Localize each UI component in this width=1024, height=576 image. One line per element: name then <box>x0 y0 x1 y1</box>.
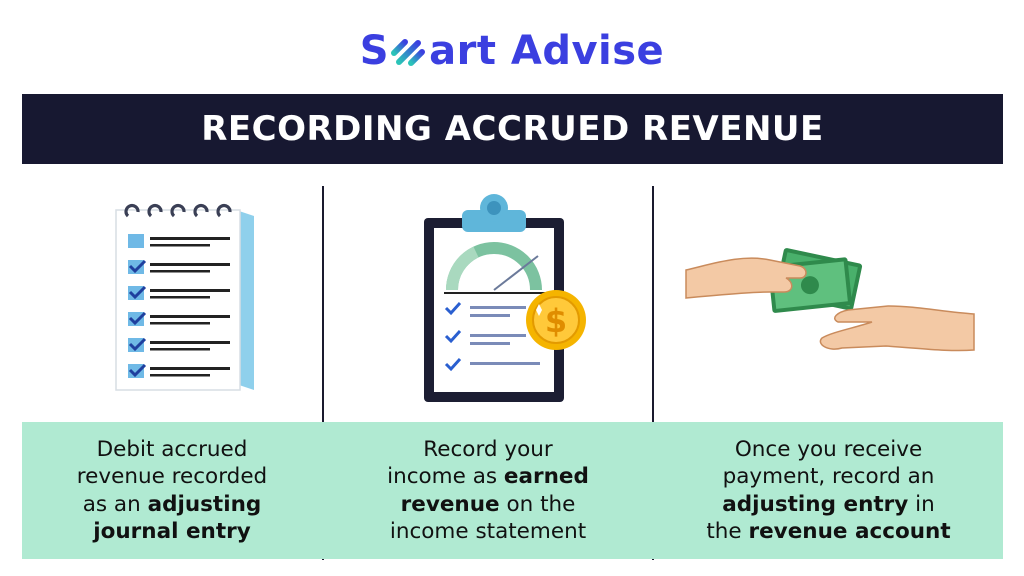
caption-emphasis: adjusting entry <box>722 491 909 517</box>
caption-line: Once you receive <box>734 436 923 462</box>
dollar-sign: $ <box>545 302 567 340</box>
caption-line: income as <box>387 464 504 489</box>
caption-line: income statement <box>389 519 587 544</box>
caption-emphasis: revenue <box>400 491 500 517</box>
column-divider <box>322 186 324 560</box>
brand-logo: S art Advise <box>0 26 1024 76</box>
caption-line: on the <box>499 491 576 517</box>
caption-line: revenue recorded <box>76 464 268 489</box>
caption-line: in <box>908 491 935 517</box>
page-title: RECORDING ACCRUED REVENUE <box>201 109 824 149</box>
clipboard-gauge-coin-icon: $ <box>424 194 586 402</box>
caption-emphasis: adjusting <box>147 491 262 517</box>
checklist-notepad-icon <box>115 203 254 391</box>
logo-text: art Advise <box>429 28 665 74</box>
caption-line: Debit accrued <box>96 436 248 462</box>
caption-emphasis: earned <box>503 464 589 489</box>
caption-line: the <box>706 519 749 544</box>
hands-exchanging-money-icon <box>685 248 975 352</box>
caption-band <box>22 422 1003 559</box>
caption-line: payment, record an <box>722 464 935 489</box>
caption-emphasis: revenue account <box>748 519 951 544</box>
caption-debit: Debit accrued revenue recorded as an adj… <box>22 422 322 559</box>
caption-line: as an <box>82 491 148 517</box>
smart-advise-logo-mark-icon <box>391 39 426 66</box>
title-banner: RECORDING ACCRUED REVENUE <box>22 94 1003 164</box>
caption-receive-payment: Once you receive payment, record an adju… <box>654 422 1003 559</box>
caption-emphasis: journal entry <box>93 519 251 544</box>
column-divider <box>652 186 654 560</box>
caption-record-income: Record your income as earned revenue on … <box>324 422 652 559</box>
caption-line: Record your <box>423 436 553 462</box>
logo-letter-s: S <box>359 28 390 74</box>
